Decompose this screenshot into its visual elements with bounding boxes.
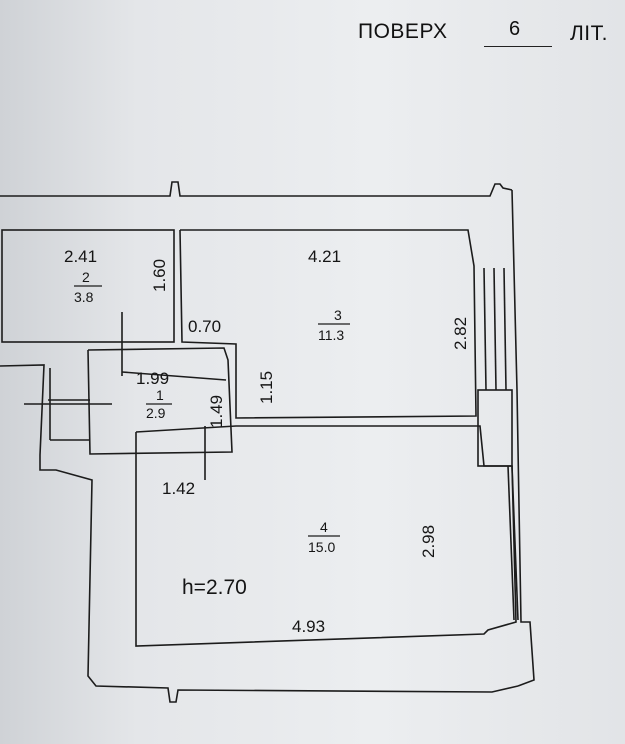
outer-wall-right (511, 189, 535, 687)
room-1-outline (87, 347, 233, 455)
room-4-depth: 2.98 (419, 525, 438, 558)
room-3-outline (179, 229, 477, 419)
room-4-width: 4.93 (292, 617, 325, 636)
window-line-3 (503, 267, 507, 391)
room-4-number: 4 (320, 519, 328, 535)
niche-width: 0.70 (188, 317, 221, 336)
floor-label: ПОВЕРХ (358, 20, 448, 43)
window-line-2 (493, 267, 497, 391)
room-4-outline (135, 425, 517, 647)
room-2-depth: 1.60 (150, 259, 169, 292)
sheet-header: ПОВЕРХ 6 ЛІТ. (358, 14, 625, 54)
room-2-outline (1, 229, 175, 343)
floor-number: 6 (509, 18, 521, 40)
door-line-1 (507, 465, 515, 621)
ceiling-height: h=2.70 (182, 576, 247, 599)
niche-depth: 1.15 (257, 371, 276, 404)
room-3-depth: 2.82 (451, 317, 470, 350)
floor-underline (484, 46, 552, 47)
room-2-width: 2.41 (64, 247, 97, 266)
room-2-number: 2 (82, 269, 90, 285)
room-1-area: 2.9 (146, 405, 166, 421)
door-line-2 (511, 465, 519, 621)
room-1-number: 1 (156, 387, 164, 403)
hall-width: 1.42 (162, 479, 195, 498)
outer-wall-bottom (39, 455, 519, 703)
dim-line-room1-width (121, 371, 227, 381)
outer-wall-left-lower (0, 364, 45, 456)
lit-label: ЛІТ. (570, 22, 608, 45)
window-frame (477, 389, 513, 467)
room-3-width: 4.21 (308, 247, 341, 266)
room-3-area: 11.3 (318, 327, 344, 343)
room-4-area: 15.0 (308, 539, 335, 555)
room-1-depth: 1.49 (207, 395, 226, 428)
room-1-width: 1.99 (136, 369, 169, 388)
room-2-area: 3.8 (74, 289, 94, 305)
window-line-1 (483, 267, 487, 391)
outer-wall-top (0, 181, 513, 197)
room-3-number: 3 (334, 307, 342, 323)
